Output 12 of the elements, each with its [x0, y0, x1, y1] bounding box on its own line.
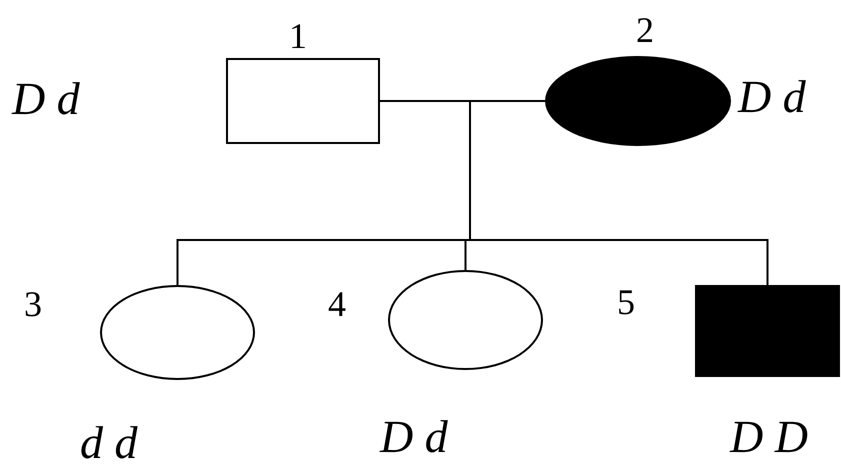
genotype-label: D D	[730, 414, 808, 460]
male-individual-square	[695, 285, 840, 377]
individual-number: 4	[328, 286, 346, 322]
genotype-label: D d	[380, 414, 448, 460]
individual-number: 5	[617, 284, 635, 320]
genotype-label: D d	[12, 76, 80, 122]
individual-number: 3	[24, 286, 42, 322]
individual-number: 1	[289, 18, 307, 54]
genotype-label: d d	[80, 420, 138, 466]
individual-number: 2	[636, 12, 654, 48]
male-individual-square	[226, 58, 380, 144]
genotype-label: D d	[738, 74, 806, 120]
